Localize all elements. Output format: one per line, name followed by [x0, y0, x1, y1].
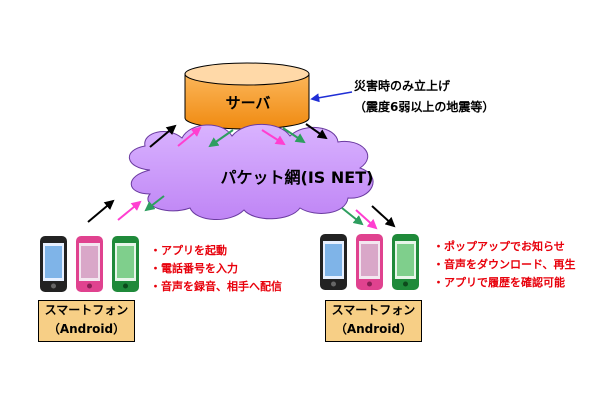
list-item: ・音声を録音、相手へ配信 [150, 280, 282, 293]
right-device-label-box: スマートフォン （Android） [325, 300, 422, 342]
server-label: サーバ [225, 94, 271, 112]
server-note-line2: （震度6弱以上の地震等） [354, 100, 495, 114]
right-phones [320, 234, 419, 290]
left-device-name: スマートフォン [44, 303, 129, 317]
left-feature-list: ・アプリを起動 ・電話番号を入力 ・音声を録音、相手へ配信 [150, 242, 282, 296]
arrow-cloud-to-right-magenta [355, 209, 378, 230]
arrow-server-to-cloud-green [282, 127, 306, 144]
left-phones [40, 236, 139, 292]
arrow-cloud-to-server-magenta [177, 126, 202, 147]
phone-icon [40, 236, 67, 292]
right-device-name: スマートフォン [331, 303, 416, 317]
server-cylinder [184, 62, 310, 130]
left-device-os: （Android） [47, 322, 126, 336]
network-label: パケット網(IS NET) [220, 168, 374, 187]
right-feature-list: ・ポップアップでお知らせ ・音声をダウンロード、再生 ・アプリで履歴を確認可能 [433, 238, 576, 292]
phone-icon [356, 234, 383, 290]
list-item: ・音声をダウンロード、再生 [433, 258, 576, 271]
left-device-label-box: スマートフォン （Android） [38, 300, 135, 342]
arrow-left-to-cloud-black [87, 199, 115, 223]
phone-icon [392, 234, 419, 290]
list-item: ・ポップアップでお知らせ [433, 240, 565, 253]
arrow-cloud-to-server-green [208, 129, 234, 148]
network-cloud [128, 123, 374, 221]
arrow-cloud-to-left-green [144, 195, 165, 212]
list-item: ・電話番号を入力 [150, 262, 238, 275]
phone-icon [112, 236, 139, 292]
arrow-cloud-to-right-black [371, 205, 396, 228]
arrow-server-to-cloud-black [305, 123, 328, 140]
arrow-cloud-to-server-black [149, 124, 177, 148]
arrow-left-to-cloud-magenta [117, 200, 142, 221]
arrow-server-to-cloud-magenta [261, 129, 286, 146]
arrow-cloud-to-right-green [341, 207, 364, 226]
phone-icon [76, 236, 103, 292]
list-item: ・アプリを起動 [150, 244, 227, 257]
phone-icon [320, 234, 347, 290]
server-note-line1: 災害時のみ立上げ [354, 79, 451, 93]
right-device-os: （Android） [334, 322, 413, 336]
list-item: ・アプリで履歴を確認可能 [433, 276, 565, 289]
note-pointer-arrow [310, 91, 353, 103]
